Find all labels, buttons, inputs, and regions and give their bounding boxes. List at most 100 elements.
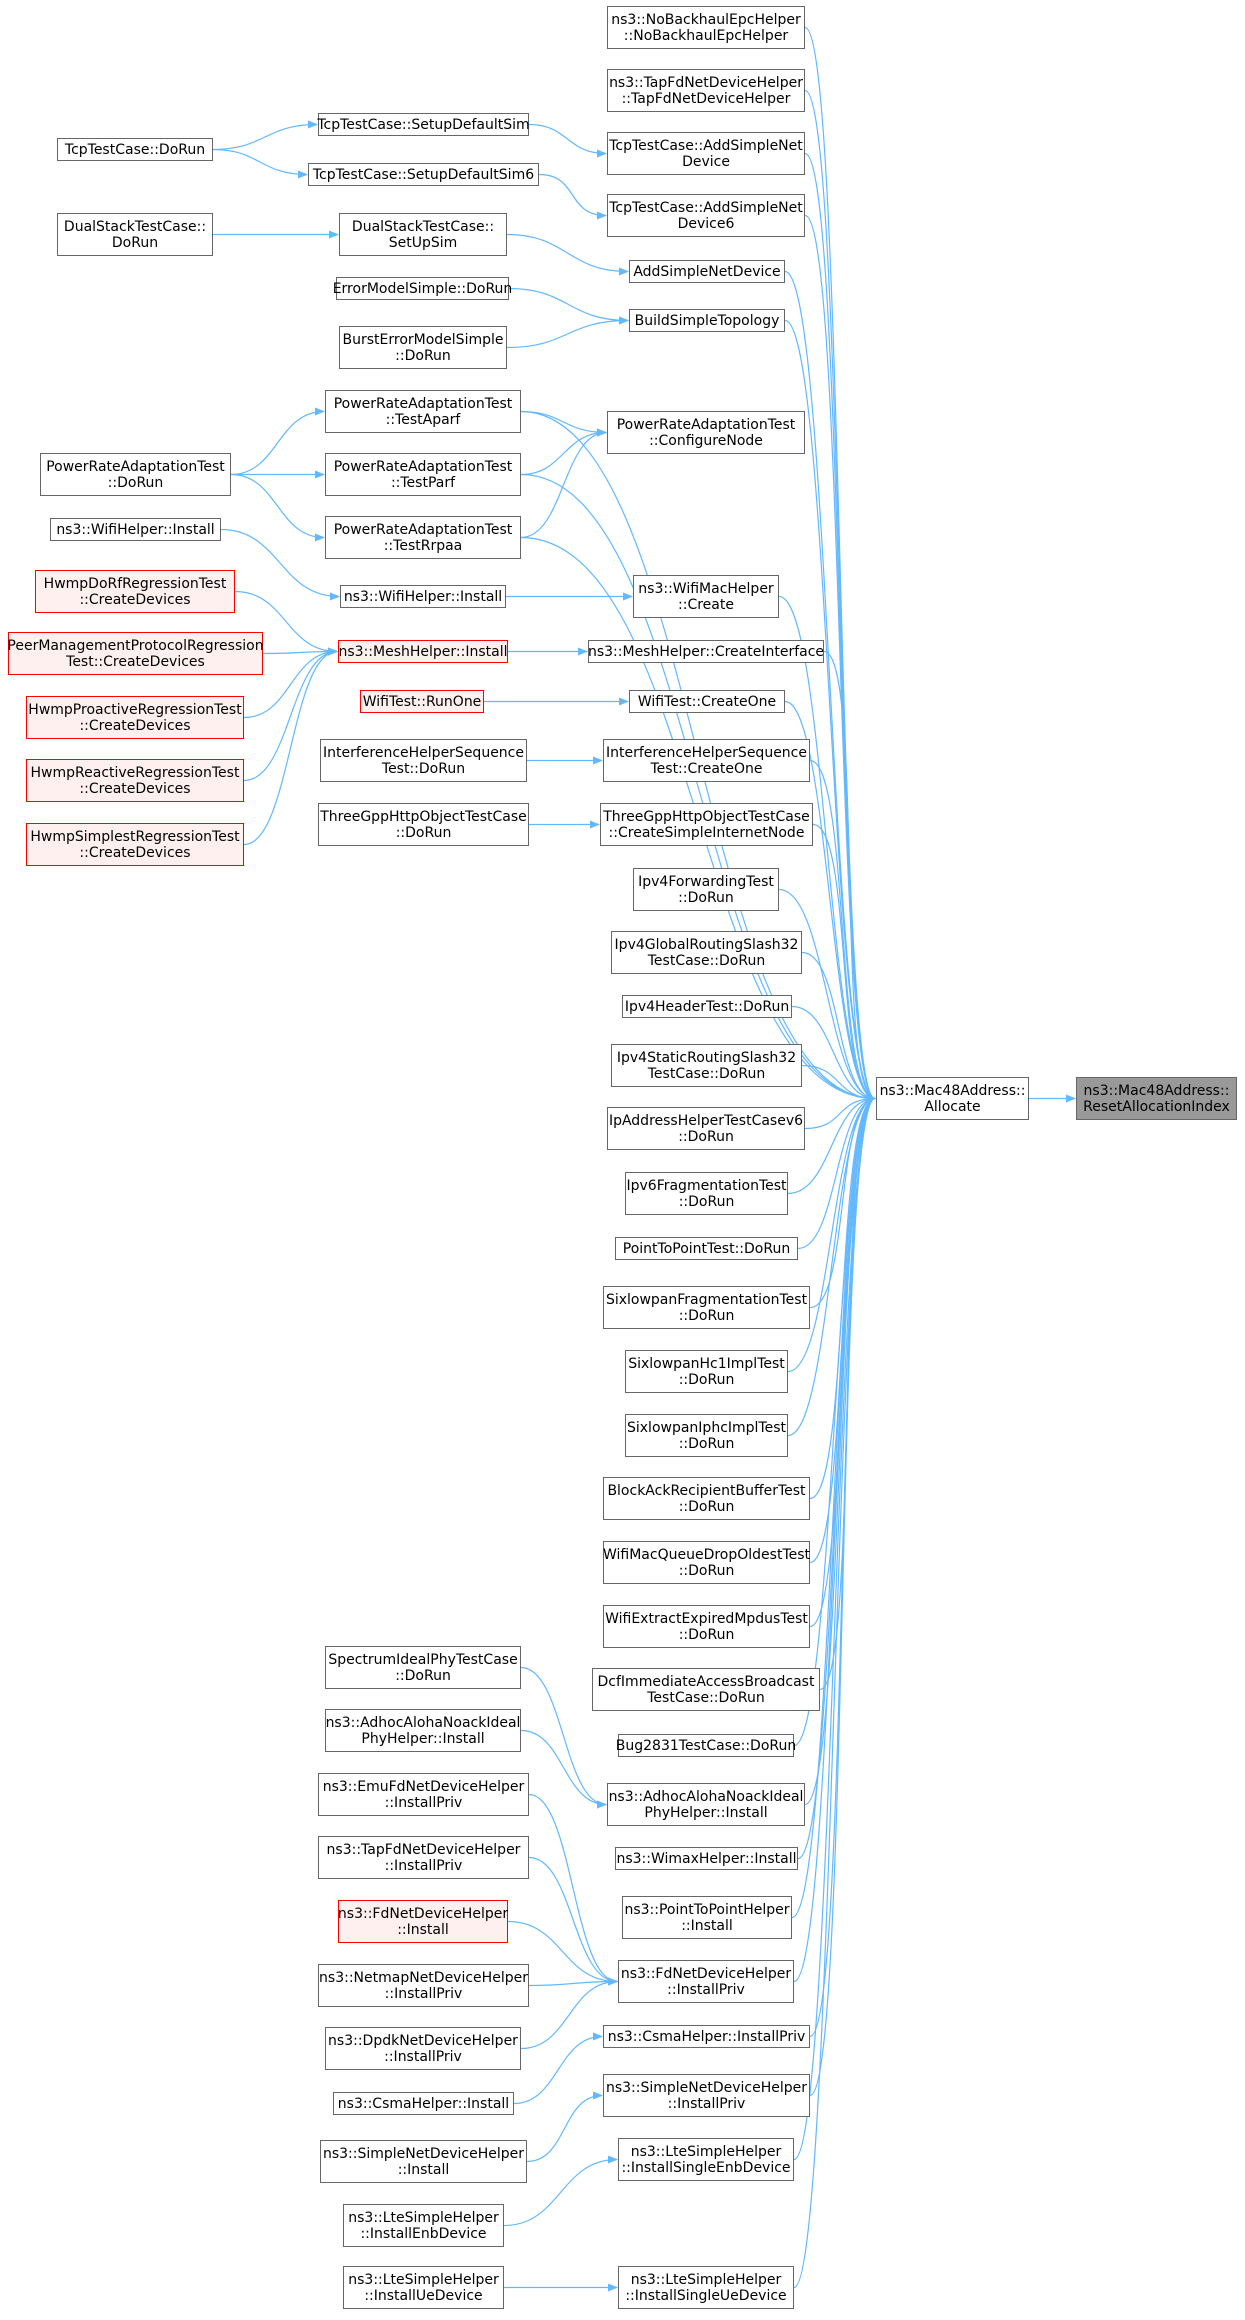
graph-node-wificreateone[interactable]: WifiTest::CreateOne [629,690,785,713]
graph-node-threegppdorun[interactable]: ThreeGppHttpObjectTestCase ::DoRun [318,803,529,846]
graph-node-ltesingleenb[interactable]: ns3::LteSimpleHelper ::InstallSingleEnbD… [618,2138,794,2181]
call-edge-interfcreateone-to-allocate [809,759,876,1103]
call-edge-threegppcreate-to-allocate [812,823,876,1103]
graph-node-adhocinstall_r[interactable]: ns3::AdhocAlohaNoackIdeal PhyHelper::Ins… [607,1783,805,1826]
call-edge-ipaddrv6-to-allocate [804,1094,876,1130]
graph-node-tcpadd6[interactable]: TcpTestCase::AddSimpleNet Device6 [607,194,805,237]
graph-node-allocate[interactable]: ns3::Mac48Address:: Allocate [876,1077,1029,1120]
call-edge-hwmpsimplest-to-meshinstall [243,647,338,846]
graph-node-meshcreateif[interactable]: ns3::MeshHelper::CreateInterface [588,640,824,663]
graph-node-blockack[interactable]: BlockAckRecipientBufferTest ::DoRun [603,1477,810,1520]
graph-node-ipv4hdr[interactable]: Ipv4HeaderTest::DoRun [622,995,792,1018]
graph-node-adhocinstall_l[interactable]: ns3::AdhocAlohaNoackIdeal PhyHelper::Ins… [325,1709,521,1752]
graph-node-ipv4glob[interactable]: Ipv4GlobalRoutingSlash32 TestCase::DoRun [611,931,802,974]
call-edge-fdinstall-to-fdinstallpriv [507,1920,618,1986]
graph-node-wifimaccreate[interactable]: ns3::WifiMacHelper ::Create [633,575,779,618]
graph-node-csmainstall[interactable]: ns3::CsmaHelper::Install [333,2092,514,2115]
graph-node-bug2831[interactable]: Bug2831TestCase::DoRun [616,1734,796,1757]
graph-node-dpdk[interactable]: ns3::DpdkNetDeviceHelper ::InstallPriv [325,2027,521,2070]
call-edge-praparf-to-allocate [520,473,876,1103]
graph-node-sixiphc[interactable]: SixlowpanIphcImplTest ::DoRun [625,1414,788,1457]
graph-node-sixhc1[interactable]: SixlowpanHc1ImplTest ::DoRun [625,1350,788,1393]
graph-node-tapfdctor[interactable]: ns3::TapFdNetDeviceHelper ::TapFdNetDevi… [607,69,805,112]
graph-node-dcfimm[interactable]: DcfImmediateAccessBroadcast TestCase::Do… [592,1668,820,1711]
call-edge-praaparf-to-configurenode [520,410,607,437]
graph-node-interfcreateone[interactable]: InterferenceHelperSequence Test::CreateO… [603,739,810,782]
graph-node-ipv6frag[interactable]: Ipv6FragmentationTest ::DoRun [625,1172,788,1215]
graph-node-threegppcreate[interactable]: ThreeGppHttpObjectTestCase ::CreateSimpl… [600,803,813,846]
call-edge-tcpsetup6-to-tcpadd6 [538,173,607,220]
graph-node-pradorun[interactable]: PowerRateAdaptationTest ::DoRun [40,453,231,496]
graph-node-hwmpsimplest[interactable]: HwmpSimplestRegressionTest ::CreateDevic… [26,823,244,866]
graph-node-errmodel[interactable]: ErrorModelSimple::DoRun [333,277,512,300]
graph-node-spectrumideal[interactable]: SpectrumIdealPhyTestCase ::DoRun [325,1646,521,1689]
graph-node-emufd[interactable]: ns3::EmuFdNetDeviceHelper ::InstallPriv [318,1773,529,1816]
graph-node-sixfrag[interactable]: SixlowpanFragmentationTest ::DoRun [603,1286,810,1329]
graph-node-peermgmt[interactable]: PeerManagementProtocolRegression Test::C… [7,632,264,675]
call-edge-peermgmt-to-meshinstall [262,647,338,656]
graph-node-configurenode[interactable]: PowerRateAdaptationTest ::ConfigureNode [607,411,805,454]
graph-node-tapfdpriv[interactable]: ns3::TapFdNetDeviceHelper ::InstallPriv [318,1836,529,1879]
call-edge-sixhc1-to-allocate [787,1094,876,1373]
graph-node-wifiextract[interactable]: WifiExtractExpiredMpdusTest ::DoRun [603,1605,810,1648]
graph-node-praaparf[interactable]: PowerRateAdaptationTest ::TestAparf [325,390,521,433]
graph-node-lteenb[interactable]: ns3::LteSimpleHelper ::InstallEnbDevice [343,2204,504,2247]
graph-node-hwmpdorf[interactable]: HwmpDoRfRegressionTest ::CreateDevices [35,570,235,613]
graph-node-addsimple[interactable]: AddSimpleNetDevice [629,260,785,283]
graph-node-p2ptest[interactable]: PointToPointTest::DoRun [615,1237,798,1260]
graph-node-wifirunone[interactable]: WifiTest::RunOne [360,690,484,713]
call-edge-netmap-to-fdinstallpriv [528,1977,618,1987]
graph-node-lteue[interactable]: ns3::LteSimpleHelper ::InstallUeDevice [343,2266,504,2309]
call-edge-wifimaccreate-to-allocate [778,595,876,1103]
graph-node-tcpadd[interactable]: TcpTestCase::AddSimpleNet Device [607,132,805,175]
call-edge-fdinstallpriv-to-allocate [793,1094,876,1983]
graph-node-buildsimple[interactable]: BuildSimpleTopology [629,309,785,332]
graph-node-ipv4static[interactable]: Ipv4StaticRoutingSlash32 TestCase::DoRun [611,1044,802,1087]
graph-node-wifihelperinstall1[interactable]: ns3::WifiHelper::Install [50,518,221,541]
call-edge-ipv4static-to-allocate [801,1064,876,1103]
graph-node-prarrpaa[interactable]: PowerRateAdaptationTest ::TestRrpaa [325,516,521,559]
graph-node-tcpsetup[interactable]: TcpTestCase::SetupDefaultSim [317,113,530,136]
graph-node-hwmpreactive[interactable]: HwmpReactiveRegressionTest ::CreateDevic… [26,759,244,802]
call-edge-nobackhaul-to-allocate [804,26,876,1103]
call-edge-praparf-to-configurenode [520,428,607,476]
call-edge-adhocinstall_l-to-adhocinstall_r [520,1729,607,1809]
graph-node-bursterr[interactable]: BurstErrorModelSimple ::DoRun [339,326,507,369]
graph-node-praparf[interactable]: PowerRateAdaptationTest ::TestParf [325,453,521,496]
graph-node-dualdorun[interactable]: DualStackTestCase:: DoRun [57,213,213,256]
graph-node-fdinstallpriv[interactable]: ns3::FdNetDeviceHelper ::InstallPriv [618,1960,794,2003]
graph-node-tcpsetup6[interactable]: TcpTestCase::SetupDefaultSim6 [308,163,539,186]
call-edge-dualsetup-to-addsimple [506,233,629,276]
call-edge-bursterr-to-buildsimple [506,316,629,349]
graph-node-hwmpproactive[interactable]: HwmpProactiveRegressionTest ::CreateDevi… [26,696,244,739]
graph-node-fdinstall[interactable]: ns3::FdNetDeviceHelper ::Install [338,1900,508,1943]
call-edge-lteenb-to-ltesingleenb [503,2155,618,2227]
graph-node-netmap[interactable]: ns3::NetmapNetDeviceHelper ::InstallPriv [318,1964,529,2007]
call-edge-tcpsetup-to-tcpadd [528,123,607,158]
graph-node-simplenetinstall[interactable]: ns3::SimpleNetDeviceHelper ::Install [320,2140,527,2183]
graph-node-nobackhaul[interactable]: ns3::NoBackhaulEpcHelper ::NoBackhaulEpc… [607,6,805,49]
call-edge-meshcreateif-to-allocate [823,650,876,1103]
graph-node-wifimacq[interactable]: WifiMacQueueDropOldestTest ::DoRun [603,1541,810,1584]
call-edge-ipv4glob-to-allocate [801,951,876,1103]
graph-node-meshinstall[interactable]: ns3::MeshHelper::Install [338,640,508,663]
call-edge-spectrumideal-to-adhocinstall_r [520,1666,607,1809]
call-edge-pradorun-to-prarrpaa [230,473,325,542]
graph-node-tcpdorun[interactable]: TcpTestCase::DoRun [57,138,213,161]
call-edge-errmodel-to-buildsimple [508,287,629,325]
graph-node-wifihelperinstall2[interactable]: ns3::WifiHelper::Install [340,585,506,608]
graph-node-ltesingleue[interactable]: ns3::LteSimpleHelper ::InstallSingleUeDe… [618,2266,794,2309]
call-edge-simplenetinstall-to-simplenetpriv [526,2091,603,2163]
graph-node-wimax[interactable]: ns3::WimaxHelper::Install [615,1847,798,1870]
call-edge-hwmpdorf-to-meshinstall [234,590,338,656]
graph-node-dualsetup[interactable]: DualStackTestCase:: SetUpSim [339,213,507,256]
graph-node-p2pinstall[interactable]: ns3::PointToPointHelper ::Install [622,1896,792,1939]
graph-node-ipv4fwd[interactable]: Ipv4ForwardingTest ::DoRun [633,868,779,911]
graph-node-simplenetpriv[interactable]: ns3::SimpleNetDeviceHelper ::InstallPriv [603,2074,810,2117]
graph-node-ipaddrv6[interactable]: IpAddressHelperTestCasev6 ::DoRun [607,1107,805,1150]
call-edge-dpdk-to-fdinstallpriv [520,1977,618,2050]
graph-node-csmainstallpriv[interactable]: ns3::CsmaHelper::InstallPriv [603,2025,810,2048]
graph-node-reset[interactable]: ns3::Mac48Address:: ResetAllocationIndex [1076,1077,1237,1120]
graph-node-interfdorun[interactable]: InterferenceHelperSequence Test::DoRun [320,739,527,782]
